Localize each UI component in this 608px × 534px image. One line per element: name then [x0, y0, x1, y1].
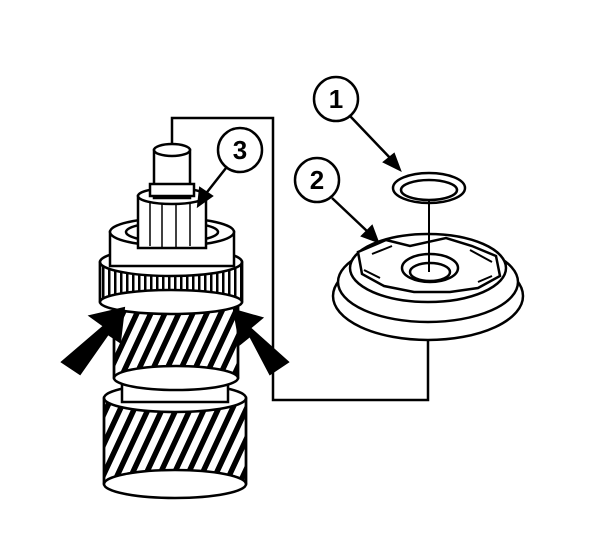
shaft-stub	[148, 142, 196, 200]
callout-3: 3	[196, 126, 264, 209]
push-arrow-right-icon	[232, 308, 290, 376]
callout-3-label: 3	[233, 135, 247, 165]
callout-2-label: 2	[310, 165, 324, 195]
push-arrow-left-icon	[60, 306, 126, 376]
lower-helical-gear	[102, 382, 248, 500]
thrust-ring	[391, 171, 467, 205]
connector-line	[170, 116, 430, 402]
callout-1: 1	[312, 75, 402, 173]
callout-1-label: 1	[329, 84, 343, 114]
shaft-assembly	[98, 142, 248, 500]
callout-2: 2	[293, 156, 380, 244]
